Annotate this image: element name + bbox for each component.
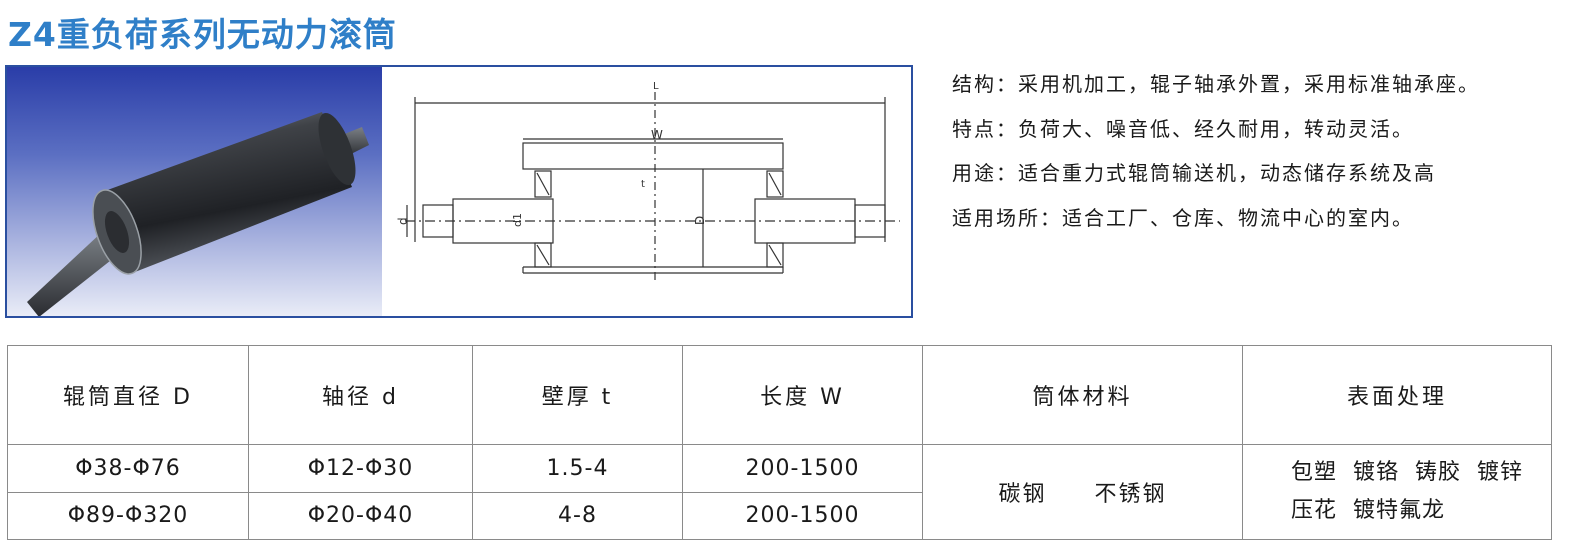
cell-shaft-diameter: Φ12-Φ30 — [248, 444, 473, 493]
cell-materials: 碳钢 不锈钢 — [922, 444, 1243, 540]
desc-usage: 用途：适合重力式辊筒输送机，动态储存系统及高 — [952, 161, 1436, 185]
roller-photo — [7, 67, 382, 316]
cell-roller-diameter: Φ89-Φ320 — [7, 491, 249, 540]
header-length: 长度 W — [682, 344, 923, 446]
table-header-row: 辊筒直径 D 轴径 d 壁厚 t 长度 W 筒体材料 表面处理 — [7, 344, 1552, 446]
product-figure: L W D d d1 t — [5, 65, 913, 318]
header-roller-diameter: 辊筒直径 D — [7, 344, 249, 446]
cell-surface-treatments: 包塑镀铬铸胶镀锌 压花镀特氟龙 — [1242, 444, 1552, 540]
header-shaft-diameter: 轴径 d — [248, 344, 473, 446]
cell-shaft-diameter: Φ20-Φ40 — [248, 491, 473, 540]
material-item: 碳钢 — [998, 482, 1047, 507]
desc-application: 适用场所：适合工厂、仓库、物流中心的室内。 — [952, 205, 1414, 230]
cell-roller-diameter: Φ38-Φ76 — [7, 444, 249, 493]
header-surface-treatment: 表面处理 — [1242, 344, 1552, 446]
cell-length: 200-1500 — [682, 491, 923, 540]
label-L: L — [653, 81, 659, 92]
table-row: Φ38-Φ76 Φ12-Φ30 1.5-4 200-1500 碳钢不锈钢 包塑镀… — [7, 444, 1552, 540]
page-title: Z4重负荷系列无动力滚筒 — [8, 15, 397, 54]
surface-item: 铸胶 — [1415, 460, 1462, 485]
surface-item: 镀铬 — [1353, 460, 1400, 485]
cell-wall-thickness: 1.5-4 — [472, 444, 683, 493]
desc-structure: 结构：采用机加工，辊子轴承外置，采用标准轴承座。 — [952, 72, 1480, 96]
desc-features: 特点：负荷大、噪音低、经久耐用，转动灵活。 — [952, 116, 1414, 141]
roller-render — [27, 112, 369, 316]
spec-table: 辊筒直径 D 轴径 d 壁厚 t 长度 W 筒体材料 表面处理 Φ38-Φ76 … — [7, 344, 1552, 540]
surface-item: 压花 — [1291, 498, 1338, 523]
label-D: D — [693, 216, 707, 225]
surface-item: 镀锌 — [1477, 460, 1524, 485]
technical-drawing: L W D d d1 t — [385, 67, 911, 316]
header-wall-thickness: 壁厚 t — [472, 344, 683, 446]
cell-length: 200-1500 — [682, 444, 923, 493]
table-row: Φ89-Φ320 Φ20-Φ40 4-8 200-1500 — [7, 491, 1552, 540]
cell-wall-thickness: 4-8 — [472, 491, 683, 540]
product-description: 结构：采用机加工，辊子轴承外置，采用标准轴承座。 特点：负荷大、噪音低、经久耐用… — [952, 62, 1567, 240]
label-d1: d1 — [511, 213, 524, 227]
material-item: 不锈钢 — [1094, 482, 1167, 507]
label-W: W — [651, 128, 663, 142]
surface-item: 镀特氟龙 — [1353, 498, 1446, 523]
label-t: t — [641, 179, 645, 190]
label-d: d — [396, 217, 410, 225]
surface-item: 包塑 — [1291, 460, 1338, 485]
header-tube-material: 筒体材料 — [922, 344, 1243, 446]
